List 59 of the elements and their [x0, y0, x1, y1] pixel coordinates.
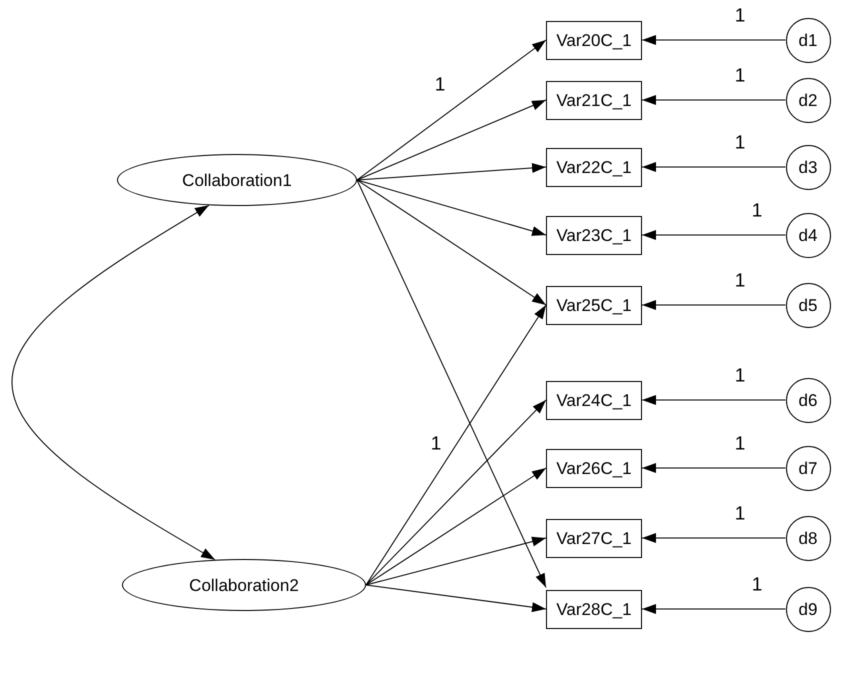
observed-variable-box — [546, 20, 642, 60]
variable-name: d9 — [798, 600, 818, 618]
arrow — [366, 468, 546, 586]
arrow — [642, 95, 786, 105]
variable-name: Var21C_1 — [556, 92, 632, 108]
variable-name: Var26C_1 — [556, 460, 632, 476]
variable-name: d5 — [798, 296, 818, 314]
variable-name: d2 — [798, 92, 818, 108]
variable-name: Var23C_1 — [556, 226, 632, 244]
arrow — [356, 100, 546, 180]
error-term-circle — [786, 78, 830, 122]
variable-name: Collaboration2 — [189, 576, 299, 594]
error-term-circle — [786, 282, 830, 328]
observed-variable-box — [546, 448, 642, 488]
observed-variable-box — [546, 590, 642, 628]
observed-variable-box — [546, 380, 642, 420]
error-term-circle — [786, 586, 830, 632]
variable-name: Var20C_1 — [556, 32, 632, 48]
arrow — [642, 604, 786, 614]
arrow — [356, 180, 546, 588]
variable-name: Var22C_1 — [556, 158, 632, 176]
observed-variable-box — [546, 216, 642, 254]
error-term-circle — [786, 446, 830, 490]
variable-name: Var25C_1 — [556, 296, 632, 314]
arrow — [366, 400, 546, 586]
error-term-circle — [786, 18, 830, 62]
arrow — [642, 463, 786, 473]
arrow — [366, 584, 546, 612]
error-term-circle — [786, 378, 830, 422]
arrow — [366, 304, 546, 586]
arrow — [642, 162, 786, 172]
variable-name: d7 — [798, 460, 818, 476]
error-term-circle — [786, 212, 830, 258]
variable-name: Var28C_1 — [556, 600, 632, 618]
observed-variable-box — [546, 518, 642, 558]
arrow — [356, 180, 546, 236]
variable-name: Var27C_1 — [556, 530, 632, 546]
observed-variable-box — [546, 148, 642, 186]
observed-variable-box — [546, 80, 642, 120]
arrow — [642, 300, 786, 310]
error-term-circle — [786, 144, 830, 190]
variable-name: d6 — [798, 392, 818, 408]
arrow — [642, 533, 786, 543]
observed-variable-box — [546, 286, 642, 324]
variable-name: Var24C_1 — [556, 392, 632, 408]
arrow — [356, 40, 546, 180]
arrow — [356, 162, 546, 180]
arrow — [356, 180, 546, 306]
variable-name: d8 — [798, 530, 818, 546]
arrow — [366, 536, 546, 586]
variable-name: d1 — [798, 32, 818, 48]
variable-name: d3 — [798, 158, 818, 176]
arrow — [642, 35, 786, 45]
covariance-arrow — [12, 204, 216, 560]
arrow — [642, 395, 786, 405]
arrow — [642, 230, 786, 240]
error-term-circle — [786, 516, 830, 560]
variable-name: Collaboration1 — [182, 172, 292, 188]
variable-name: d4 — [798, 226, 818, 244]
